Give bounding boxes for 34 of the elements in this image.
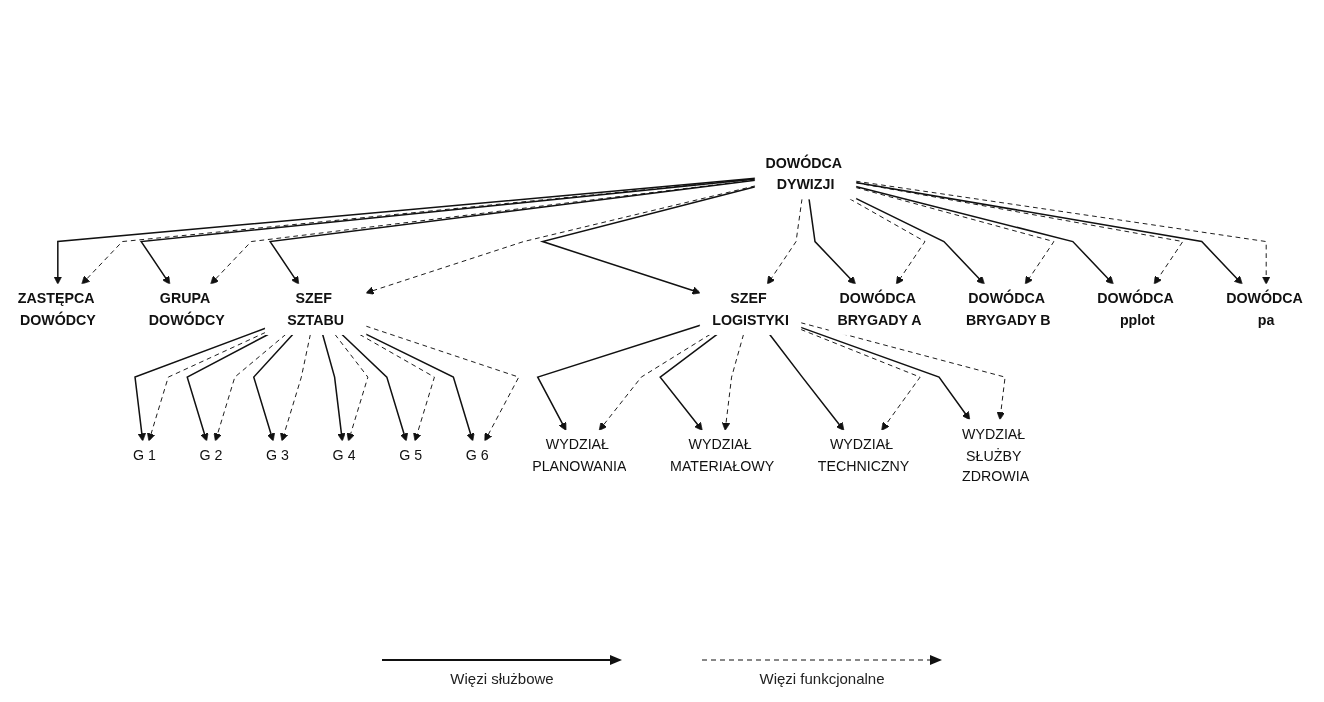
arrow	[536, 324, 702, 431]
node-text: G 2	[199, 446, 223, 463]
node-text: DOWÓDCA DYWIZJI	[765, 154, 842, 192]
node-text: DOWÓDCA pplot	[1097, 289, 1174, 328]
node-text: G 3	[266, 446, 290, 463]
node-text: SZEF SZTABU	[287, 289, 344, 328]
arrow	[808, 198, 856, 285]
arrow	[855, 197, 985, 285]
node-text: GRUPA DOWÓDCY	[148, 289, 225, 328]
arrow	[539, 186, 757, 295]
arrow	[252, 333, 294, 442]
legend-text: Więzi funkcjonalne	[759, 669, 885, 687]
node-text: ZASTĘPCA DOWÓDCY	[17, 289, 96, 328]
arrow	[800, 326, 971, 421]
legend-text: Więzi służbowe	[450, 669, 554, 687]
arrow	[659, 333, 718, 431]
node-text: WYDZIAŁ TECHNICZNY	[817, 436, 910, 474]
node-text: WYDZIAŁ PLANOWANIA	[532, 436, 627, 474]
node-text: WYDZIAŁ SŁUŻBY ZDROWIA	[962, 425, 1030, 485]
node-text: G 4	[332, 446, 356, 463]
node-text: SZEF LOGISTYKI	[712, 289, 789, 328]
arrow	[365, 333, 475, 442]
arrow	[341, 333, 409, 442]
arrow	[186, 333, 269, 442]
node-text: DOWÓDCA BRYGADY B	[966, 289, 1051, 328]
node-text: G 1	[133, 446, 156, 463]
arrow	[321, 333, 346, 442]
node-text: DOWÓDCA pa	[1226, 289, 1303, 328]
node-text: DOWÓDCA BRYGADY A	[837, 289, 922, 328]
node-text: G 5	[399, 446, 423, 463]
node-text: G 6	[465, 446, 489, 463]
arrow	[855, 185, 1114, 285]
node-text: WYDZIAŁ MATERIAŁOWY	[670, 436, 775, 474]
arrow	[768, 333, 845, 431]
